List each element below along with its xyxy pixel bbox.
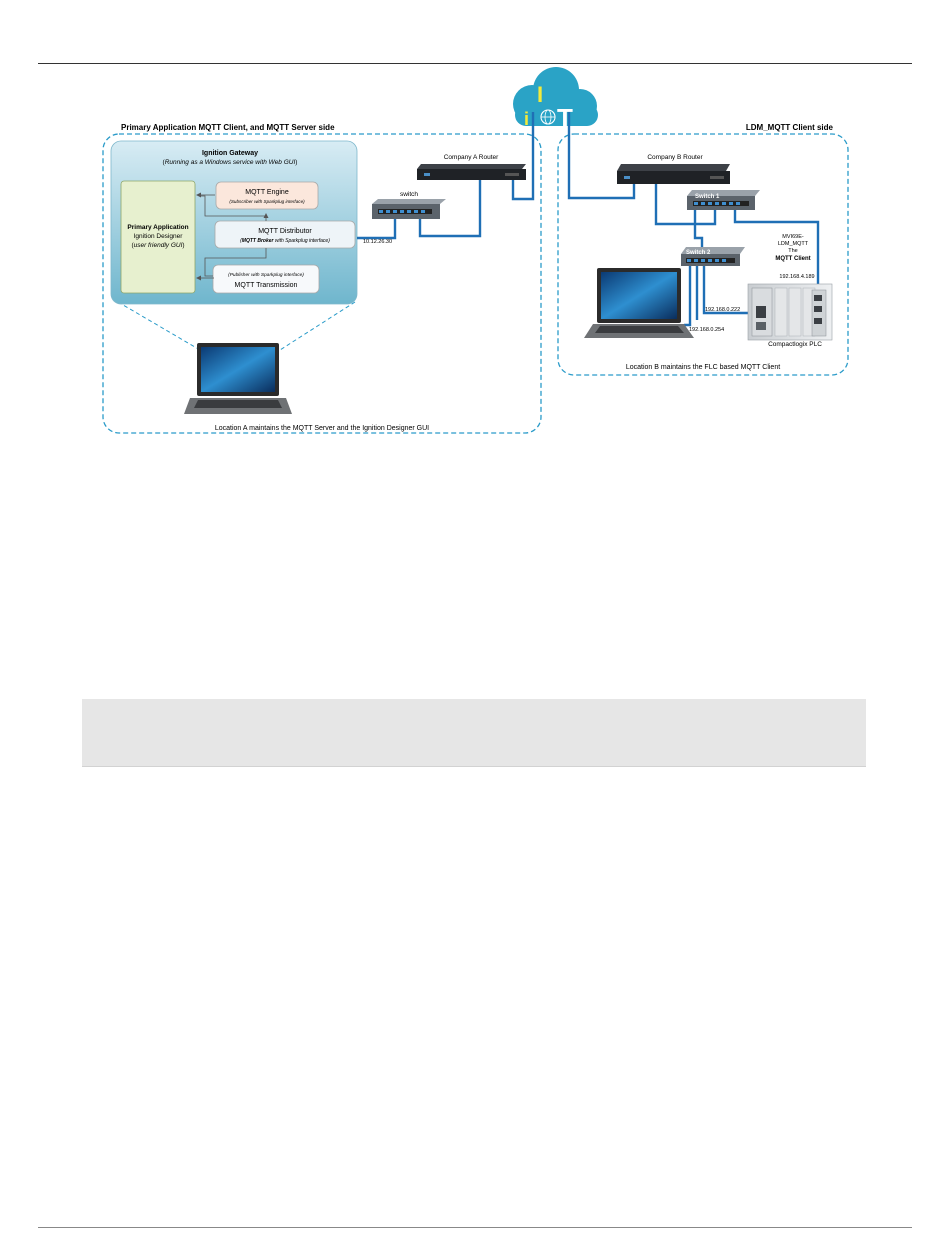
client-name-line3: The bbox=[788, 248, 797, 254]
location-b-caption: Location B maintains the FLC based MQTT … bbox=[626, 364, 780, 371]
iot-logo-I: I bbox=[537, 82, 543, 107]
mqtt-engine-sub: (Subscriber with Sparkplug interface) bbox=[229, 199, 305, 204]
iot-logo-T: T bbox=[557, 103, 573, 133]
cable-router-a-switch bbox=[418, 178, 482, 238]
router-b: Company B Router bbox=[617, 154, 730, 184]
iot-cloud-logo: I i T bbox=[513, 67, 598, 133]
ip-b3: 192.168.0.254 bbox=[689, 327, 724, 333]
laptop-a bbox=[184, 343, 292, 414]
switch-a-label: switch bbox=[400, 191, 418, 198]
cable-router-b-switch1 bbox=[654, 183, 717, 226]
ip-b1: 192.168.4.189 bbox=[779, 274, 814, 280]
switch-a: switch bbox=[372, 191, 446, 219]
plc-label: Compactlogix PLC bbox=[768, 341, 822, 348]
cable-switch2-plc bbox=[702, 262, 758, 315]
switch-2-label: Switch 2 bbox=[686, 250, 711, 256]
ip-b2: 192.168.0.222 bbox=[705, 307, 740, 313]
primary-application-box bbox=[120, 180, 196, 294]
mqtt-engine-box bbox=[215, 181, 319, 210]
location-a-caption: Location A maintains the MQTT Server and… bbox=[215, 425, 429, 432]
mqtt-transmission-title: MQTT Transmission bbox=[235, 282, 298, 289]
gateway-subtitle: (Running as a Windows service with Web G… bbox=[163, 159, 298, 166]
cable-switch-gateway bbox=[357, 218, 397, 240]
cable-switch1-plc bbox=[733, 208, 820, 293]
router-b-label: Company B Router bbox=[647, 154, 703, 161]
primary-app-line3: (user friendly GUI) bbox=[131, 242, 184, 249]
cable-switch2-laptop bbox=[684, 262, 692, 327]
footer-rule bbox=[38, 1227, 912, 1228]
mqtt-distributor-sub: (MQTT Broker with Sparkplug interface) bbox=[240, 238, 330, 244]
primary-app-line2: Ignition Designer bbox=[134, 233, 184, 240]
cable-cloud-router-b bbox=[567, 112, 636, 200]
iot-logo-i: i bbox=[524, 109, 529, 129]
side-a-title: Primary Application MQTT Client, and MQT… bbox=[121, 123, 335, 132]
network-cables bbox=[357, 112, 820, 327]
zoom-line-left bbox=[117, 301, 201, 351]
cable-router-a-cloud bbox=[511, 112, 535, 201]
mqtt-engine-title: MQTT Engine bbox=[245, 189, 289, 196]
primary-app-title: Primary Application bbox=[127, 224, 188, 231]
client-name-line4: MQTT Client bbox=[775, 256, 810, 262]
zoom-line-right bbox=[279, 301, 356, 351]
router-a: Company A Router bbox=[417, 154, 526, 180]
switch-1: Switch 1 bbox=[687, 190, 760, 210]
mqtt-distributor-title: MQTT Distributor bbox=[258, 228, 312, 235]
side-b-title: LDM_MQTT Client side bbox=[746, 123, 834, 132]
network-diagram: Primary Application MQTT Client, and MQT… bbox=[102, 67, 849, 434]
location-b-boundary bbox=[557, 133, 849, 376]
mqtt-transmission-box bbox=[212, 264, 320, 294]
compactlogix-plc bbox=[747, 283, 833, 341]
cable-switch1-switch2 bbox=[693, 210, 704, 249]
client-name-line1: MVI69E- bbox=[782, 234, 804, 240]
router-a-label: Company A Router bbox=[444, 154, 499, 161]
switch-1-label: Switch 1 bbox=[695, 194, 720, 200]
laptop-b bbox=[584, 268, 694, 338]
client-name-line2: LDM_MQTT bbox=[778, 241, 809, 247]
note-box bbox=[82, 699, 866, 767]
mqtt-distributor-box bbox=[214, 220, 356, 249]
arrow-heads bbox=[196, 192, 269, 281]
gateway-title: Ignition Gateway bbox=[202, 150, 258, 157]
ip-a: 10.12.26.30 bbox=[363, 239, 392, 245]
location-a-boundary bbox=[102, 133, 542, 434]
header-rule bbox=[38, 63, 912, 64]
mqtt-transmission-sub: (Publisher with Sparkplug interface) bbox=[228, 272, 304, 278]
switch-2: Switch 2 bbox=[681, 247, 745, 266]
